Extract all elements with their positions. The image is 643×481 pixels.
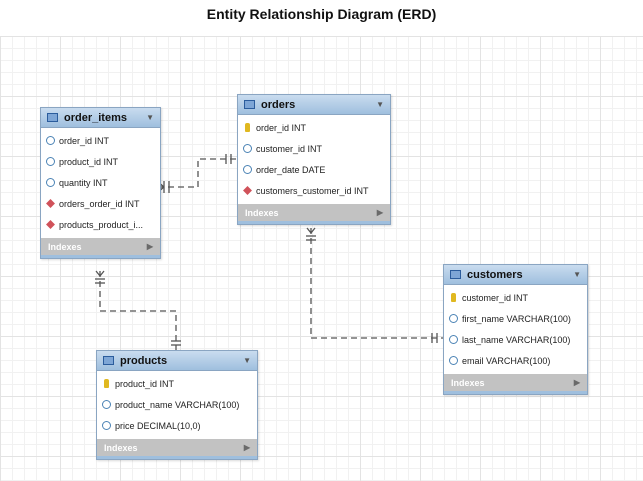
chevron-right-icon[interactable]: ▶ [573, 378, 580, 387]
entity-columns: order_id INT customer_id INT order_date … [238, 115, 390, 204]
entity-orders[interactable]: orders ▼ order_id INT customer_id INT or… [237, 94, 391, 225]
column-label: price DECIMAL(10,0) [115, 420, 201, 431]
column-row[interactable]: quantity INT [41, 172, 160, 193]
chevron-right-icon[interactable]: ▶ [243, 443, 250, 452]
column-label: customer_id INT [256, 143, 323, 154]
indexes-section[interactable]: Indexes ▶ [238, 204, 390, 221]
chevron-down-icon[interactable]: ▼ [146, 113, 154, 122]
foreign-key-icon [46, 220, 55, 229]
entity-name: customers [467, 268, 523, 281]
column-row[interactable]: product_name VARCHAR(100) [97, 394, 257, 415]
entity-columns: product_id INT product_name VARCHAR(100)… [97, 371, 257, 439]
column-label: orders_order_id INT [59, 198, 140, 209]
primary-key-icon [245, 123, 250, 132]
indexes-label: Indexes [104, 442, 138, 453]
attribute-icon [449, 335, 458, 344]
entity-footer [444, 391, 587, 394]
column-row[interactable]: products_product_i... [41, 214, 160, 235]
foreign-key-icon [46, 199, 55, 208]
entity-header[interactable]: customers ▼ [444, 265, 587, 285]
entity-header[interactable]: products ▼ [97, 351, 257, 371]
table-icon [103, 356, 114, 365]
column-row[interactable]: orders_order_id INT [41, 193, 160, 214]
indexes-label: Indexes [245, 207, 279, 218]
entity-footer [238, 221, 390, 224]
attribute-icon [243, 165, 252, 174]
column-label: email VARCHAR(100) [462, 355, 551, 366]
attribute-icon [46, 136, 55, 145]
column-row[interactable]: order_date DATE [238, 159, 390, 180]
column-label: product_id INT [59, 156, 119, 167]
chevron-right-icon[interactable]: ▶ [146, 242, 153, 251]
chevron-down-icon[interactable]: ▼ [243, 356, 251, 365]
entity-header[interactable]: orders ▼ [238, 95, 390, 115]
table-icon [244, 100, 255, 109]
entity-name: products [120, 354, 168, 367]
table-icon [47, 113, 58, 122]
foreign-key-icon [243, 186, 252, 195]
entity-name: order_items [64, 111, 127, 124]
chevron-down-icon[interactable]: ▼ [376, 100, 384, 109]
entity-customers[interactable]: customers ▼ customer_id INT first_name V… [443, 264, 588, 395]
entity-order-items[interactable]: order_items ▼ order_id INT product_id IN… [40, 107, 161, 259]
attribute-icon [102, 400, 111, 409]
column-row[interactable]: last_name VARCHAR(100) [444, 329, 587, 350]
attribute-icon [46, 178, 55, 187]
primary-key-icon [451, 293, 456, 302]
indexes-section[interactable]: Indexes ▶ [444, 374, 587, 391]
column-label: order_id INT [256, 122, 307, 133]
column-row[interactable]: customer_id INT [444, 287, 587, 308]
entity-columns: order_id INT product_id INT quantity INT… [41, 128, 160, 238]
column-label: first_name VARCHAR(100) [462, 313, 571, 324]
column-label: product_name VARCHAR(100) [115, 399, 240, 410]
indexes-section[interactable]: Indexes ▶ [41, 238, 160, 255]
attribute-icon [46, 157, 55, 166]
entity-columns: customer_id INT first_name VARCHAR(100) … [444, 285, 587, 374]
column-row[interactable]: first_name VARCHAR(100) [444, 308, 587, 329]
column-label: order_id INT [59, 135, 110, 146]
table-icon [450, 270, 461, 279]
column-label: products_product_i... [59, 219, 144, 230]
entity-name: orders [261, 98, 296, 111]
column-row[interactable]: order_id INT [41, 130, 160, 151]
column-label: quantity INT [59, 177, 108, 188]
column-label: last_name VARCHAR(100) [462, 334, 571, 345]
attribute-icon [102, 421, 111, 430]
page-title: Entity Relationship Diagram (ERD) [206, 6, 437, 22]
indexes-label: Indexes [451, 377, 485, 388]
entity-header[interactable]: order_items ▼ [41, 108, 160, 128]
column-label: order_date DATE [256, 164, 326, 175]
column-row[interactable]: product_id INT [41, 151, 160, 172]
entity-footer [97, 456, 257, 459]
column-row[interactable]: customer_id INT [238, 138, 390, 159]
entity-products[interactable]: products ▼ product_id INT product_name V… [96, 350, 258, 460]
column-label: customers_customer_id INT [256, 185, 369, 196]
column-label: product_id INT [115, 378, 175, 389]
entity-footer [41, 255, 160, 258]
attribute-icon [449, 314, 458, 323]
column-row[interactable]: email VARCHAR(100) [444, 350, 587, 371]
attribute-icon [449, 356, 458, 365]
indexes-section[interactable]: Indexes ▶ [97, 439, 257, 456]
column-label: customer_id INT [462, 292, 529, 303]
column-row[interactable]: product_id INT [97, 373, 257, 394]
chevron-down-icon[interactable]: ▼ [573, 270, 581, 279]
chevron-right-icon[interactable]: ▶ [376, 208, 383, 217]
attribute-icon [243, 144, 252, 153]
column-row[interactable]: price DECIMAL(10,0) [97, 415, 257, 436]
primary-key-icon [104, 379, 109, 388]
column-row[interactable]: customers_customer_id INT [238, 180, 390, 201]
indexes-label: Indexes [48, 241, 82, 252]
column-row[interactable]: order_id INT [238, 117, 390, 138]
